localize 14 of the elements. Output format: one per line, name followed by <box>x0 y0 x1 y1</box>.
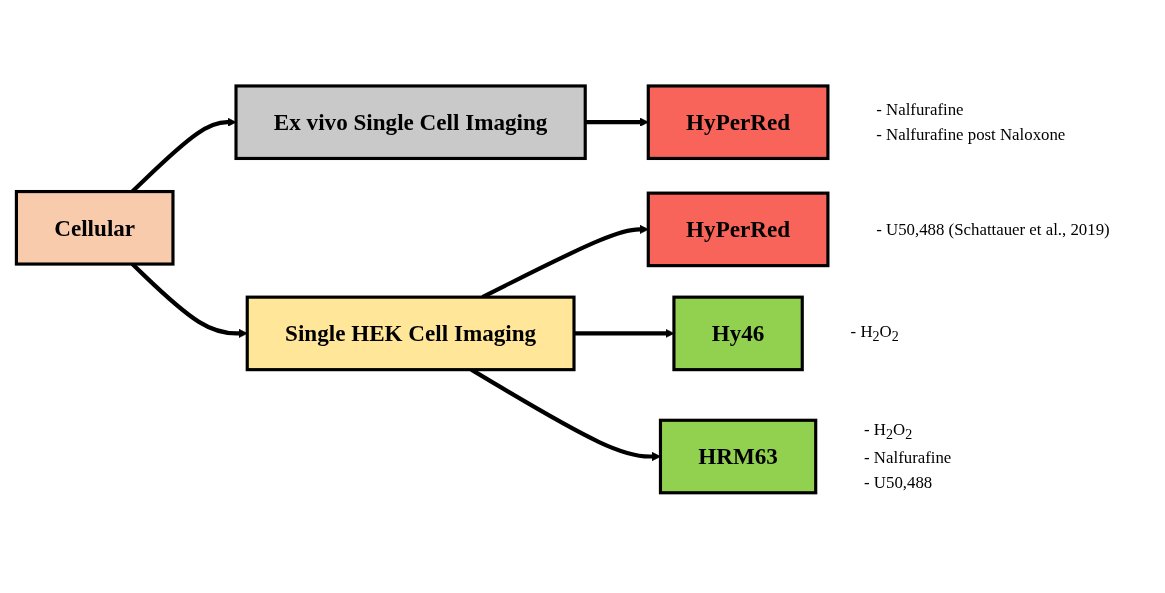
node-label: - Nalfurafine <box>875 100 964 118</box>
node-box: HRM63 <box>658 418 817 495</box>
node-box: Cellular <box>14 189 175 266</box>
node-label: - Nalfurafine post Naloxone <box>875 125 1065 144</box>
node-label: - U50,488 <box>863 473 932 492</box>
node-box: HyPerRed <box>646 191 829 268</box>
node-box: HyPerRed <box>646 84 829 161</box>
node-label: - H$_{2}$O$_{2}$ <box>850 322 899 345</box>
node-box: Ex vivo Single Cell Imaging <box>233 84 587 161</box>
node-label: - U50,488 (Schattauer et al., 2019) <box>875 219 1110 238</box>
node-label: - Nalfurafine <box>863 448 951 467</box>
node-box: Single HEK Cell Imaging <box>245 295 576 372</box>
node-label: - H$_{2}$O$_{2}$ <box>863 420 912 443</box>
node-box: Hy46 <box>671 295 804 372</box>
